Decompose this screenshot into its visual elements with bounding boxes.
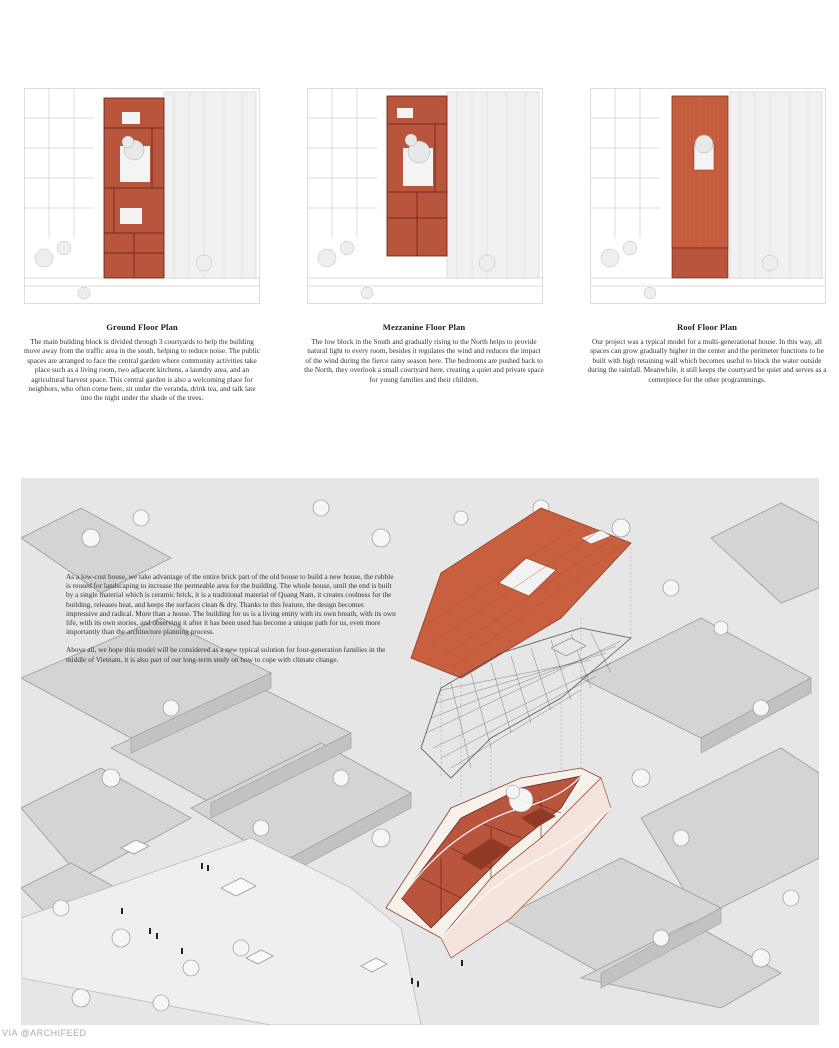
ground-floor-caption: Ground Floor Plan The main building bloc… [22, 322, 262, 403]
source-credit: VIA @ARCHIFEED [2, 1028, 87, 1038]
roof-floor-description: Our project was a typical model for a mu… [587, 337, 827, 384]
ground-floor-description: The main building block is divided throu… [24, 337, 260, 403]
neighbour-blocks [21, 502, 819, 1009]
mezzanine-floor-plan-drawing [307, 88, 543, 304]
axonometric-svg [21, 478, 819, 1025]
axonometric-paragraph-2: Above all, we hope this model will be co… [66, 645, 386, 664]
ground-floor-title: Ground Floor Plan [106, 322, 178, 332]
mezzanine-floor-caption: Mezzanine Floor Plan The low block in th… [304, 322, 544, 384]
house-cutaway [385, 767, 612, 959]
mezzanine-floor-title: Mezzanine Floor Plan [382, 322, 466, 332]
roof-floor-caption: Roof Floor Plan Our project was a typica… [587, 322, 827, 384]
roof-floor-plan-drawing [590, 88, 826, 304]
axonometric-description: As a low-cost house, we take advantage o… [66, 572, 396, 664]
roof-floor-title: Roof Floor Plan [676, 322, 738, 332]
roof-floor-plan-svg [590, 88, 826, 304]
axonometric-paragraph-1: As a low-cost house, we take advantage o… [66, 572, 396, 637]
exploded-axonometric-view: As a low-cost house, we take advantage o… [21, 478, 819, 1025]
roof-layer [410, 507, 632, 679]
mezzanine-floor-plan-svg [307, 88, 543, 304]
mezzanine-floor-description: The low block in the South and gradually… [304, 337, 544, 384]
ground-floor-plan-svg [24, 88, 260, 304]
ground-floor-plan-drawing [24, 88, 260, 304]
